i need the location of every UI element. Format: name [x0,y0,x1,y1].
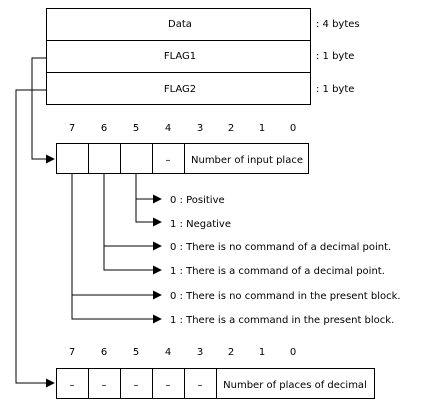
field-flag1-size: : 1 byte [316,51,354,62]
flag1-bit-number: 2 [228,123,234,134]
flag2-bit-number: 3 [197,347,203,358]
bit5-positive-note: 0 : Positive [170,195,225,206]
flag1-bit-number: 3 [197,123,203,134]
flag2-bit7-cell: – [70,380,75,391]
flag1-bit-table [56,143,309,174]
flag1-bit-number: 4 [165,123,171,134]
flag2-bit-number: 7 [69,347,75,358]
flag2-bit4-cell: – [166,380,171,391]
bit6-no-command-note: 0 : There is no command of a decimal poi… [170,242,391,253]
flag2-bit-number: 0 [290,347,296,358]
flag1-connector-arrow [31,57,55,164]
flag1-bit-number: 1 [259,123,265,134]
flag2-bit-number: 1 [259,347,265,358]
bit7-no-command-note: 0 : There is no command in the present b… [170,291,401,302]
field-flag1-name: FLAG1 [164,51,196,62]
flag1-bit-number: 5 [133,123,139,134]
record-table-frame [46,8,311,105]
bit5-negative-note: 1 : Negative [170,219,231,230]
flag2-bit-number: 6 [101,347,107,358]
bit5-negative-arrow [135,174,162,227]
field-flag2-size: : 1 byte [316,84,354,95]
flag2-bit5-cell: – [134,380,139,391]
flag2-bit6-cell: – [102,380,107,391]
flag2-table-frame [56,368,375,399]
flag2-bit-number: 5 [133,347,139,358]
flag2-bit-table [56,368,375,399]
bit7-command-note: 1 : There is a command in the present bl… [170,315,394,326]
field-data-size: : 4 bytes [316,19,360,30]
field-flag2-name: FLAG2 [164,84,196,95]
record-table [46,8,311,105]
bit6-command-arrow [103,174,162,275]
bit7-command-arrow [71,174,162,324]
flag1-bit-number: 0 [290,123,296,134]
flag2-decimal-places-cell: Number of places of decimal [223,380,367,391]
flag1-bit-number: 7 [69,123,75,134]
flag1-table-frame [56,143,309,174]
flag1-bit4-cell: – [166,155,171,166]
bit6-command-note: 1 : There is a command of a decimal poin… [170,266,385,277]
flag2-bit-number: 2 [228,347,234,358]
flag1-input-place-cell: Number of input place [191,155,303,166]
field-data-name: Data [168,19,192,30]
flag2-connector-arrow [15,89,55,388]
flag2-bit3-cell: – [198,380,203,391]
flag1-bit-number: 6 [101,123,107,134]
flag2-bit-number: 4 [165,347,171,358]
